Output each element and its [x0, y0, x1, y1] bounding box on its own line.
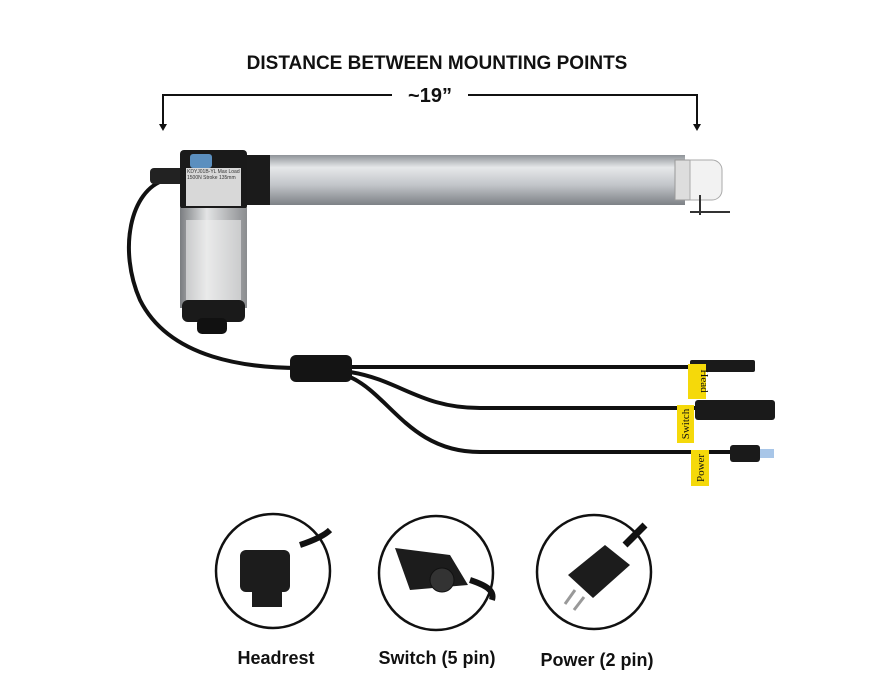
switch-connector-closeup	[377, 514, 496, 632]
tag-switch: Switch	[677, 405, 694, 443]
svg-text:Head: Head	[698, 369, 710, 393]
cable-harness	[290, 355, 775, 462]
head-connector	[690, 360, 755, 372]
power-connector	[730, 445, 760, 462]
motor-sticker-text: KDYJ01B-YL Max Load 1500N Stroke 135mm	[187, 169, 240, 181]
measurement-label: ~19”	[408, 85, 452, 107]
switch-connector	[695, 400, 775, 420]
connector-label-switch: Switch (5 pin)	[379, 648, 496, 668]
tag-power: Power	[691, 450, 709, 486]
tag-head: Head	[688, 364, 710, 399]
dimension-bracket	[159, 94, 701, 131]
power-cable	[127, 178, 301, 370]
clevis	[689, 159, 723, 201]
actuator-tube	[265, 155, 685, 205]
svg-text:Power: Power	[695, 454, 707, 482]
headrest-connector-closeup	[214, 512, 333, 630]
linear-actuator	[127, 150, 730, 370]
power-connector-closeup	[535, 513, 653, 631]
splitter-box	[290, 355, 352, 382]
title: DISTANCE BETWEEN MOUNTING POINTS	[247, 53, 628, 74]
connector-label-headrest: Headrest	[237, 648, 314, 668]
connector-label-power: Power (2 pin)	[540, 650, 653, 670]
svg-text:Switch: Switch	[680, 408, 692, 439]
